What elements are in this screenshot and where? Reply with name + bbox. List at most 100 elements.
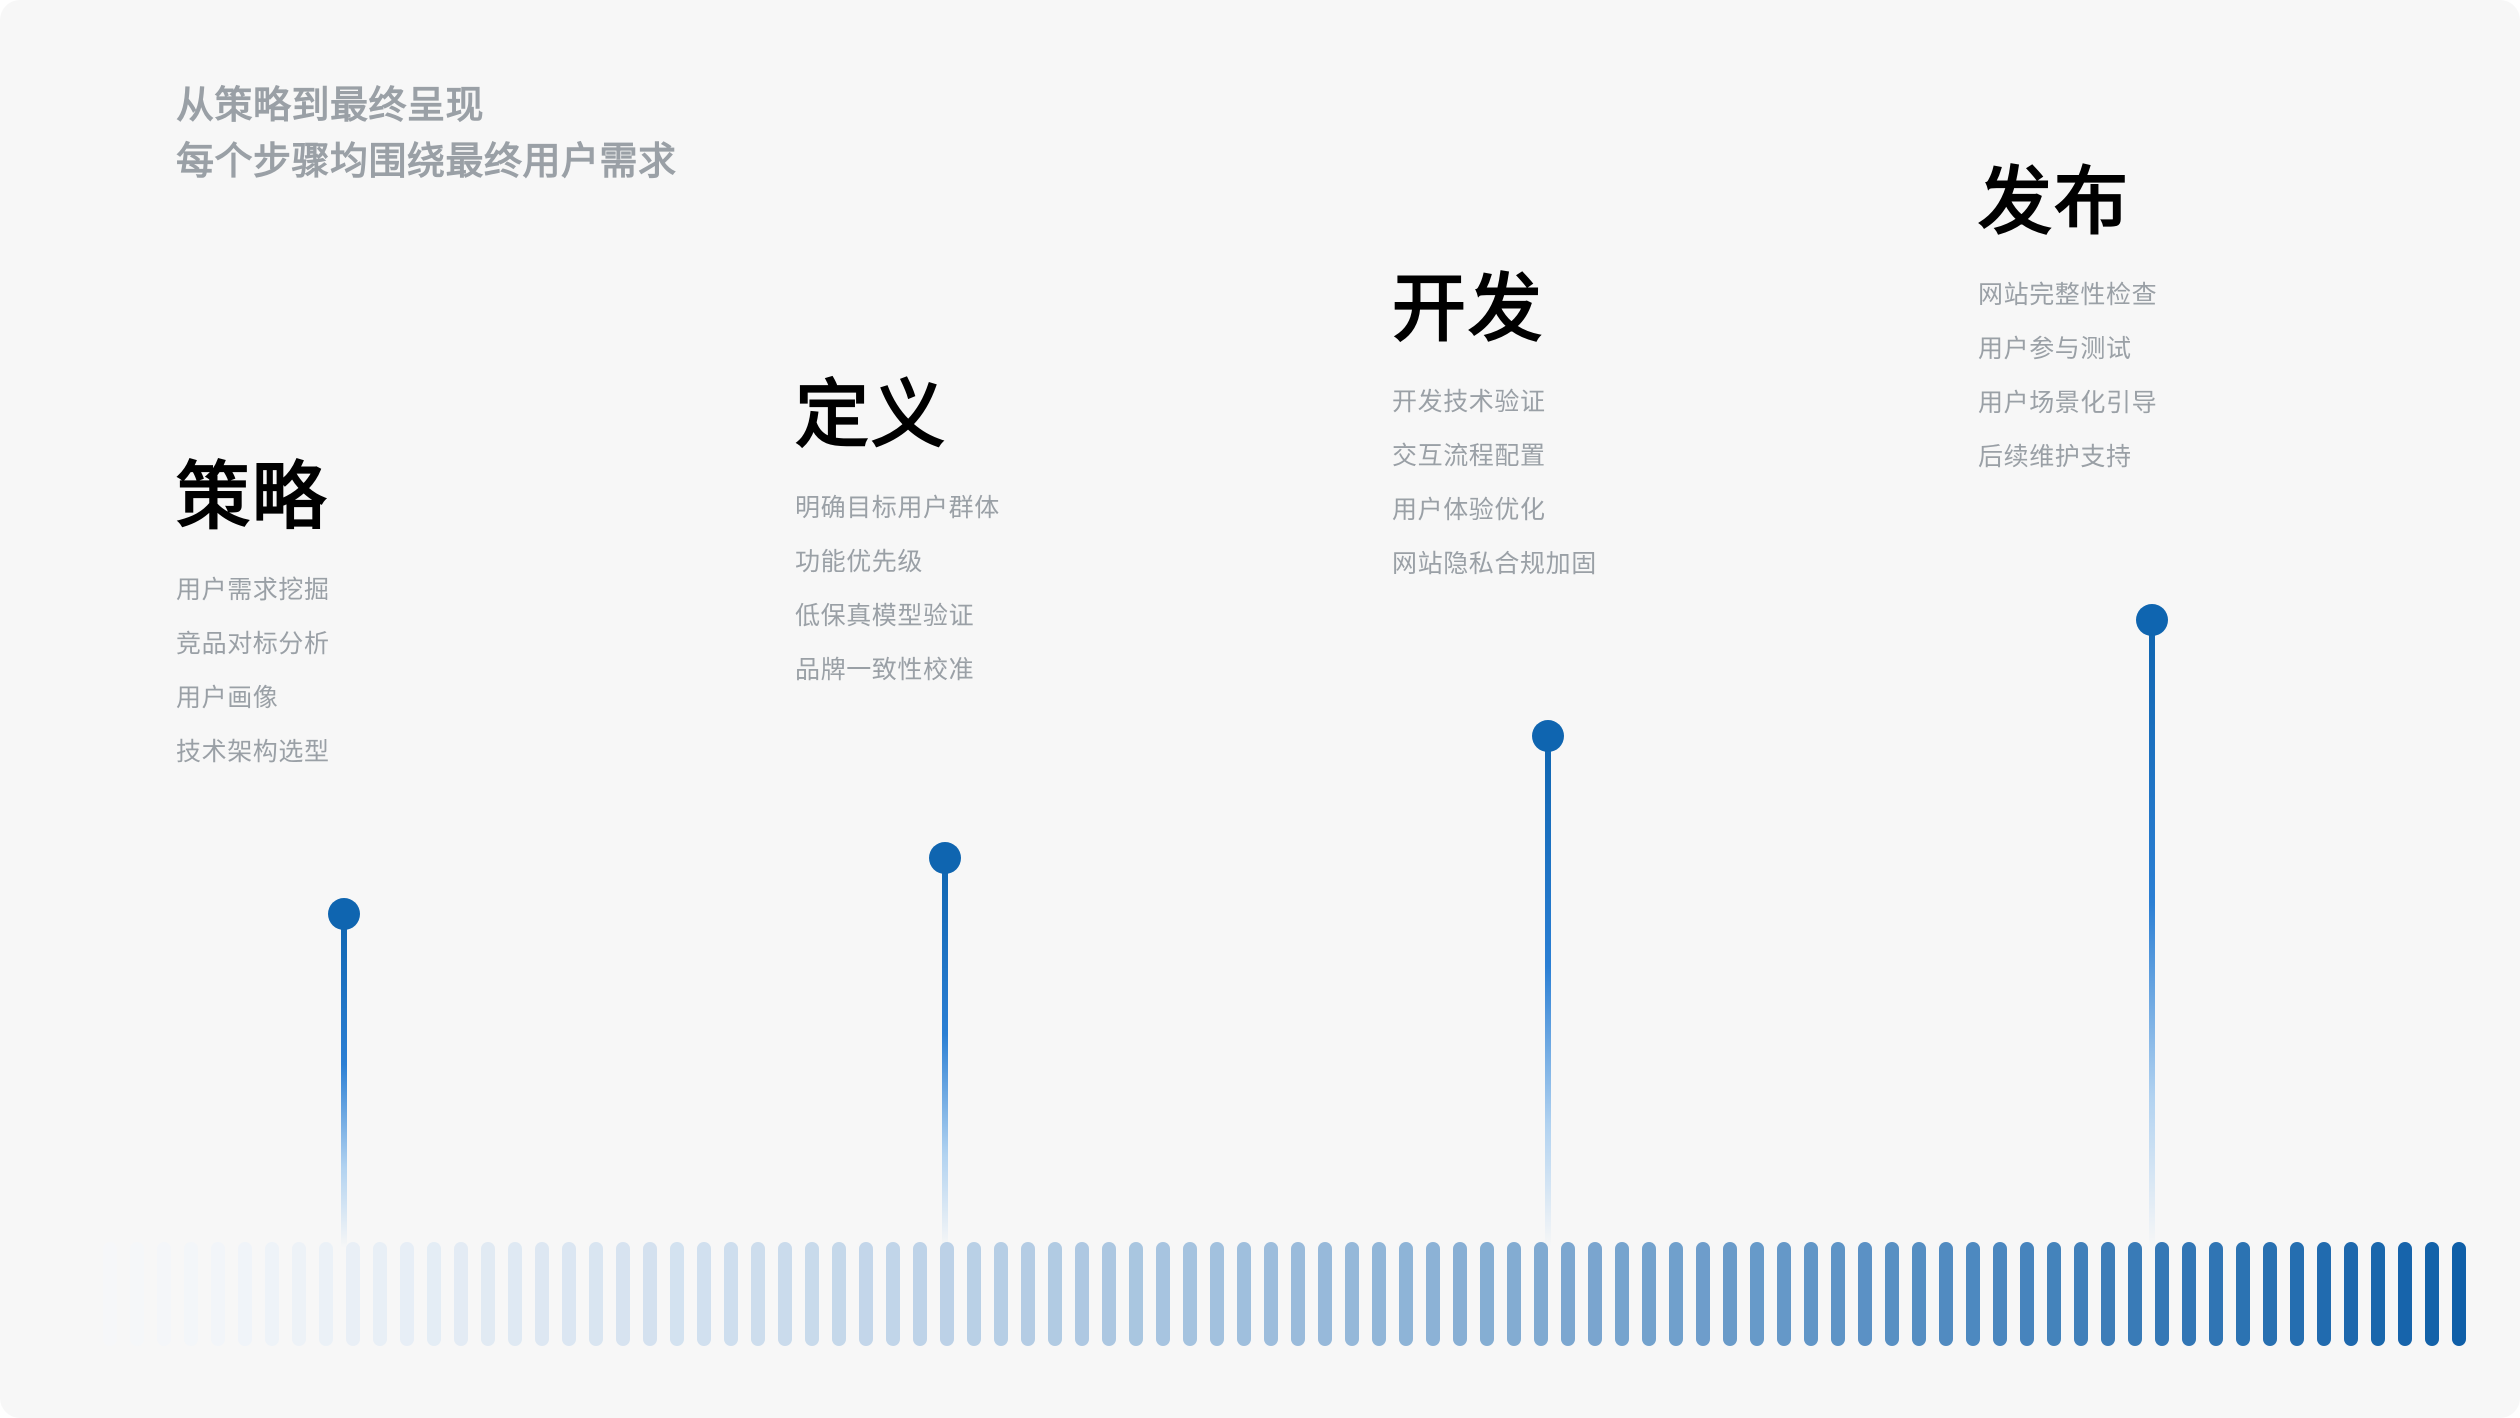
gradient-bar: [238, 1242, 252, 1346]
header-line-1: 从策略到最终呈现: [176, 85, 485, 127]
gradient-bar: [2182, 1242, 2196, 1346]
gradient-bar: [1750, 1242, 1764, 1346]
gradient-bar: [211, 1242, 225, 1346]
gradient-bar: [1048, 1242, 1062, 1346]
gradient-bar: [2425, 1242, 2439, 1346]
gradient-bar: [1993, 1242, 2007, 1346]
gradient-bar: [778, 1242, 792, 1346]
gradient-bar: [1291, 1242, 1305, 1346]
gradient-bar: [2101, 1242, 2115, 1346]
gradient-bar: [2290, 1242, 2304, 1346]
gradient-bar: [1885, 1242, 1899, 1346]
gradient-bar: [427, 1242, 441, 1346]
list-item: 用户需求挖掘: [176, 576, 330, 604]
pin-dot-icon[interactable]: [929, 842, 961, 874]
gradient-bar: [616, 1242, 630, 1346]
stage-pin-development[interactable]: [1532, 720, 1564, 1260]
list-item: 用户场景化引导: [1978, 389, 2158, 417]
gradient-bar: [940, 1242, 954, 1346]
gradient-bar: [1669, 1242, 1683, 1346]
stage-column-strategy: 策略 用户需求挖掘 竞品对标分析 用户画像 技术架构选型: [176, 460, 330, 794]
gradient-bar: [1912, 1242, 1926, 1346]
stage-title: 定义: [795, 373, 947, 456]
pin-stem: [341, 914, 347, 1248]
gradient-bar: [2047, 1242, 2061, 1346]
list-item: 品牌一致性校准: [795, 656, 975, 684]
gradient-bar: [103, 1242, 117, 1346]
gradient-bar: [1426, 1242, 1440, 1346]
stage-pin-define[interactable]: [929, 842, 961, 1260]
gradient-bar: [1075, 1242, 1089, 1346]
gradient-bar: [481, 1242, 495, 1346]
list-item: 技术架构选型: [176, 738, 330, 766]
gradient-bar: [265, 1242, 279, 1346]
gradient-bar: [1804, 1242, 1818, 1346]
gradient-bar: [832, 1242, 846, 1346]
gradient-bar: [292, 1242, 306, 1346]
list-item: 用户画像: [176, 684, 279, 712]
gradient-bar: [2317, 1242, 2331, 1346]
pin-stem: [942, 858, 948, 1248]
gradient-bar: [2398, 1242, 2412, 1346]
stage-title: 策略: [176, 455, 328, 538]
list-item: 明确目标用户群体: [795, 494, 1000, 522]
gradient-bar: [1210, 1242, 1224, 1346]
list-item: 用户体验优化: [1392, 496, 1546, 524]
gradient-bar: [2263, 1242, 2277, 1346]
gradient-bar: [1399, 1242, 1413, 1346]
gradient-bar: [346, 1242, 360, 1346]
gradient-bar: [1318, 1242, 1332, 1346]
gradient-bar: [589, 1242, 603, 1346]
gradient-bar: [184, 1242, 198, 1346]
list-item: 网站隐私合规加固: [1392, 550, 1597, 578]
gradient-bar: [1183, 1242, 1197, 1346]
gradient-bar: [2020, 1242, 2034, 1346]
list-item: 后续维护支持: [1978, 443, 2132, 471]
gradient-bar-strip: [0, 1242, 2520, 1346]
pin-dot-icon[interactable]: [1532, 720, 1564, 752]
gradient-bar: [724, 1242, 738, 1346]
pin-dot-icon[interactable]: [2136, 604, 2168, 636]
gradient-bar: [859, 1242, 873, 1346]
gradient-bar: [2128, 1242, 2142, 1346]
gradient-bar: [1237, 1242, 1251, 1346]
gradient-bar: [670, 1242, 684, 1346]
gradient-bar: [2236, 1242, 2250, 1346]
gradient-bar: [1480, 1242, 1494, 1346]
gradient-bar: [2452, 1242, 2466, 1346]
list-item: 交互流程配置: [1392, 442, 1546, 470]
gradient-bar: [2074, 1242, 2088, 1346]
gradient-bar: [994, 1242, 1008, 1346]
list-item: 用户参与测试: [1978, 335, 2132, 363]
gradient-bar: [805, 1242, 819, 1346]
stage-column-development: 开发 开发技术验证 交互流程配置 用户体验优化 网站隐私合规加固: [1392, 272, 1597, 606]
gradient-bar: [454, 1242, 468, 1346]
header-line-2: 每个步骤均围绕最终用户需求: [176, 141, 677, 184]
stage-pin-strategy[interactable]: [328, 898, 360, 1260]
gradient-bar: [886, 1242, 900, 1346]
gradient-bar: [1615, 1242, 1629, 1346]
pin-stem: [2149, 620, 2155, 1248]
gradient-bar: [697, 1242, 711, 1346]
gradient-bar: [508, 1242, 522, 1346]
stage-pin-launch[interactable]: [2136, 604, 2168, 1260]
gradient-bar: [1156, 1242, 1170, 1346]
gradient-bar: [967, 1242, 981, 1346]
gradient-bar: [1561, 1242, 1575, 1346]
gradient-bar: [1534, 1242, 1548, 1346]
pin-dot-icon[interactable]: [328, 898, 360, 930]
gradient-bar: [535, 1242, 549, 1346]
list-item: 低保真模型验证: [795, 602, 975, 630]
gradient-bar: [1777, 1242, 1791, 1346]
gradient-bar: [2344, 1242, 2358, 1346]
gradient-bar: [751, 1242, 765, 1346]
gradient-bar: [1696, 1242, 1710, 1346]
gradient-bar: [1021, 1242, 1035, 1346]
gradient-bar: [1858, 1242, 1872, 1346]
gradient-bar: [1723, 1242, 1737, 1346]
gradient-bar: [643, 1242, 657, 1346]
gradient-bar: [1264, 1242, 1278, 1346]
gradient-bar: [2155, 1242, 2169, 1346]
stage-column-launch: 发布 网站完整性检查 用户参与测试 用户场景化引导 后续维护支持: [1978, 165, 2157, 499]
gradient-bar: [562, 1242, 576, 1346]
